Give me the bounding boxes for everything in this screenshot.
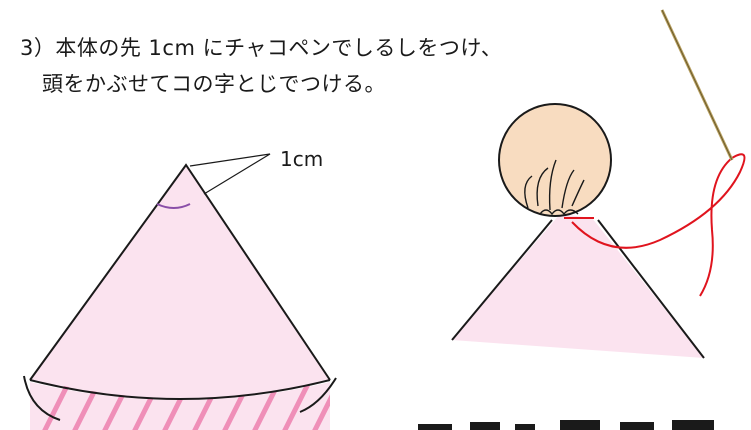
right-cone-outline [451,219,705,359]
measure-leader-line [189,153,271,195]
instruction-line-1: 3）本体の先 1cm にチャコペンでしるしをつけ、 [20,36,503,60]
sewing-thread [571,153,746,297]
head-ball [498,103,612,217]
cone-body [30,165,330,400]
chalk-mark [156,203,191,209]
attached-head-illustration [451,9,746,359]
measure-label-1cm: 1cm [280,147,324,171]
cone-body-illustration [23,153,337,430]
head-gathers [524,159,585,216]
cone-hem-line-upper [29,379,331,400]
bottom-decoration [418,420,714,430]
cone-hem-line-lower [23,375,337,421]
right-cone-body [452,214,704,358]
instruction-text: 3）本体の先 1cm にチャコペンでしるしをつけ、 頭をかぶせてコの字とじでつけ… [20,30,502,102]
cone-outline [29,163,331,381]
instruction-line-2: 頭をかぶせてコの字とじでつける。 [42,72,386,96]
